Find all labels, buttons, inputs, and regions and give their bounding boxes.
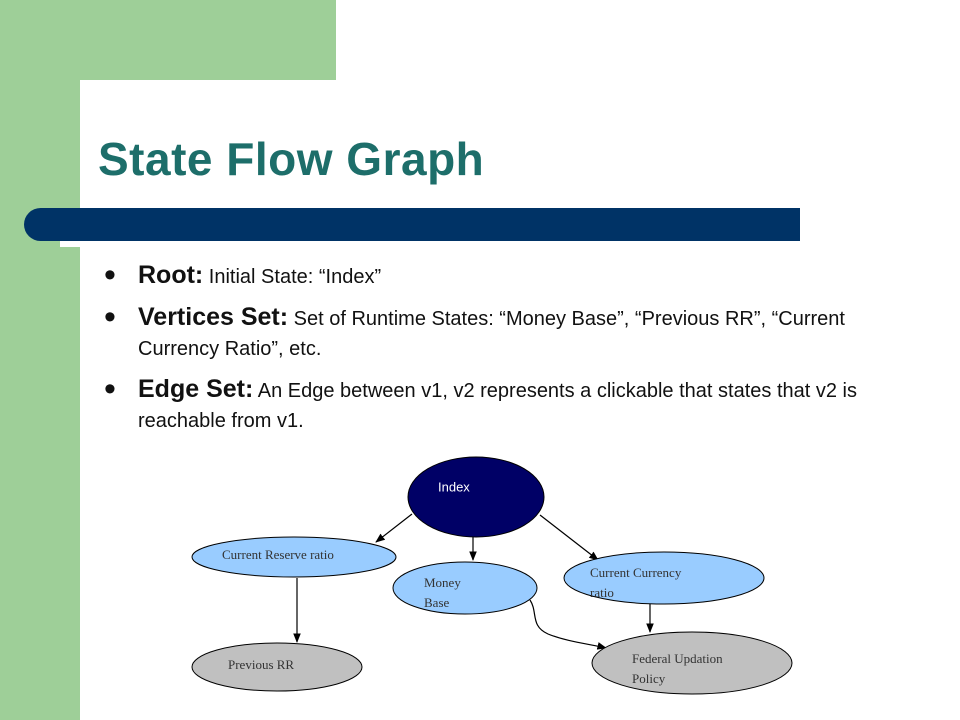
node-previous-rr: Previous RR [191,642,363,692]
decor-rounded-corner [80,80,200,200]
node-shape-previous-rr [191,642,363,692]
bullet-list: • Root: Initial State: “Index” • Vertice… [104,256,864,446]
bullet-term: Edge Set: [138,375,254,403]
node-shape-money-base [392,561,538,615]
slide-title: State Flow Graph [98,133,485,185]
bullet-edge-set: • Edge Set: An Edge between v1, v2 repre… [104,370,864,436]
node-current-currency-ratio: Current Currency ratio [563,551,765,605]
graph-edges [293,513,654,650]
node-shape-current-currency-ratio [563,551,765,605]
node-label-current-reserve-ratio: Current Reserve ratio [222,547,334,562]
bullet-vertices-set: • Vertices Set: Set of Runtime States: “… [104,298,864,364]
title-underline-bar [24,208,800,241]
edge-index-to-current-currency-ratio [539,514,599,561]
node-label-index: Index [438,479,470,494]
node-label-current-currency-ratio: ratio [590,585,614,600]
node-label-previous-rr: Previous RR [228,657,294,672]
edge-index-to-current-reserve-ratio [375,513,413,543]
bullet-desc: Initial State: “Index” [203,266,382,288]
node-label-federal-updation-policy: Policy [632,671,666,686]
title-bar-notch [60,241,80,247]
left-decor-strip [0,0,80,720]
bullet-term: Vertices Set: [138,303,289,331]
bullet-dot-icon: • [104,370,116,408]
bullet-dot-icon: • [104,298,116,336]
node-shape-current-reserve-ratio [191,536,397,578]
bullet-term: Root [138,261,195,289]
node-label-money-base: Base [424,595,450,610]
bullet-term-sep: : [194,261,204,289]
top-decor-block [80,0,336,80]
node-current-reserve-ratio: Current Reserve ratio [191,536,397,578]
node-label-federal-updation-policy: Federal Updation [632,651,723,666]
node-shape-index [407,456,545,538]
node-shape-federal-updation-policy [591,631,793,695]
bullet-root: • Root: Initial State: “Index” [104,256,864,294]
bullet-desc: An Edge between v1, v2 represents a clic… [138,380,857,432]
node-label-current-currency-ratio: Current Currency [590,565,682,580]
edge-money-base-to-federal-updation-policy [529,599,607,650]
bullet-dot-icon: • [104,256,116,294]
node-label-money-base: Money [424,575,461,590]
node-index: Index [407,456,545,538]
bullet-desc: Set of Runtime States: “Money Base”, “Pr… [138,308,845,360]
